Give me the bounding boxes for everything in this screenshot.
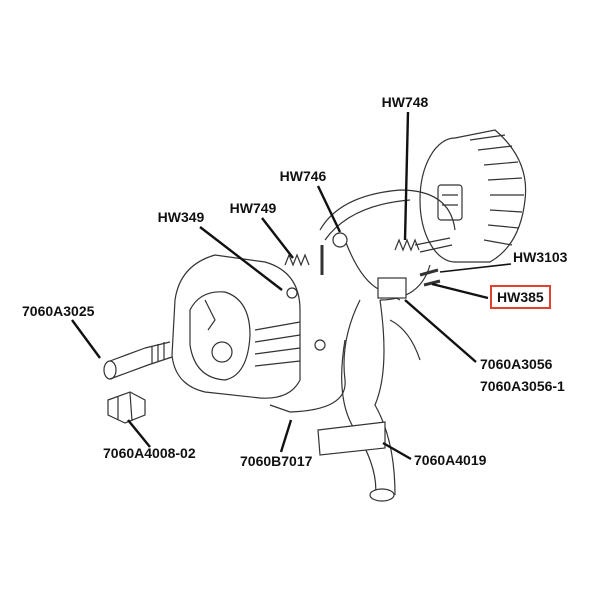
small-hardware [286,232,441,351]
label-7060a3056: 7060A3056 [480,356,553,372]
label-hw3103: HW3103 [513,249,568,265]
label-hw749: HW749 [229,200,277,216]
wire-harness [269,189,456,413]
hose [317,299,396,502]
motor-housing [171,254,301,399]
knob-bolt [103,341,173,380]
label-7060a4008-02: 7060A4008-02 [103,445,196,461]
label-hw748: HW748 [381,94,429,110]
label-7060a4019: 7060A4019 [414,452,487,468]
drum-assembly [419,129,527,263]
label-7060b7017: 7060B7017 [240,453,313,469]
leader-lines [71,111,512,461]
springs [284,237,453,267]
label-hw385-highlighted: HW385 [490,285,551,309]
label-7060a3056-1: 7060A3056-1 [480,378,565,394]
label-7060a3025: 7060A3025 [22,303,95,319]
label-hw746: HW746 [279,168,327,184]
knob-nut [107,391,146,424]
label-hw349: HW349 [157,209,205,225]
